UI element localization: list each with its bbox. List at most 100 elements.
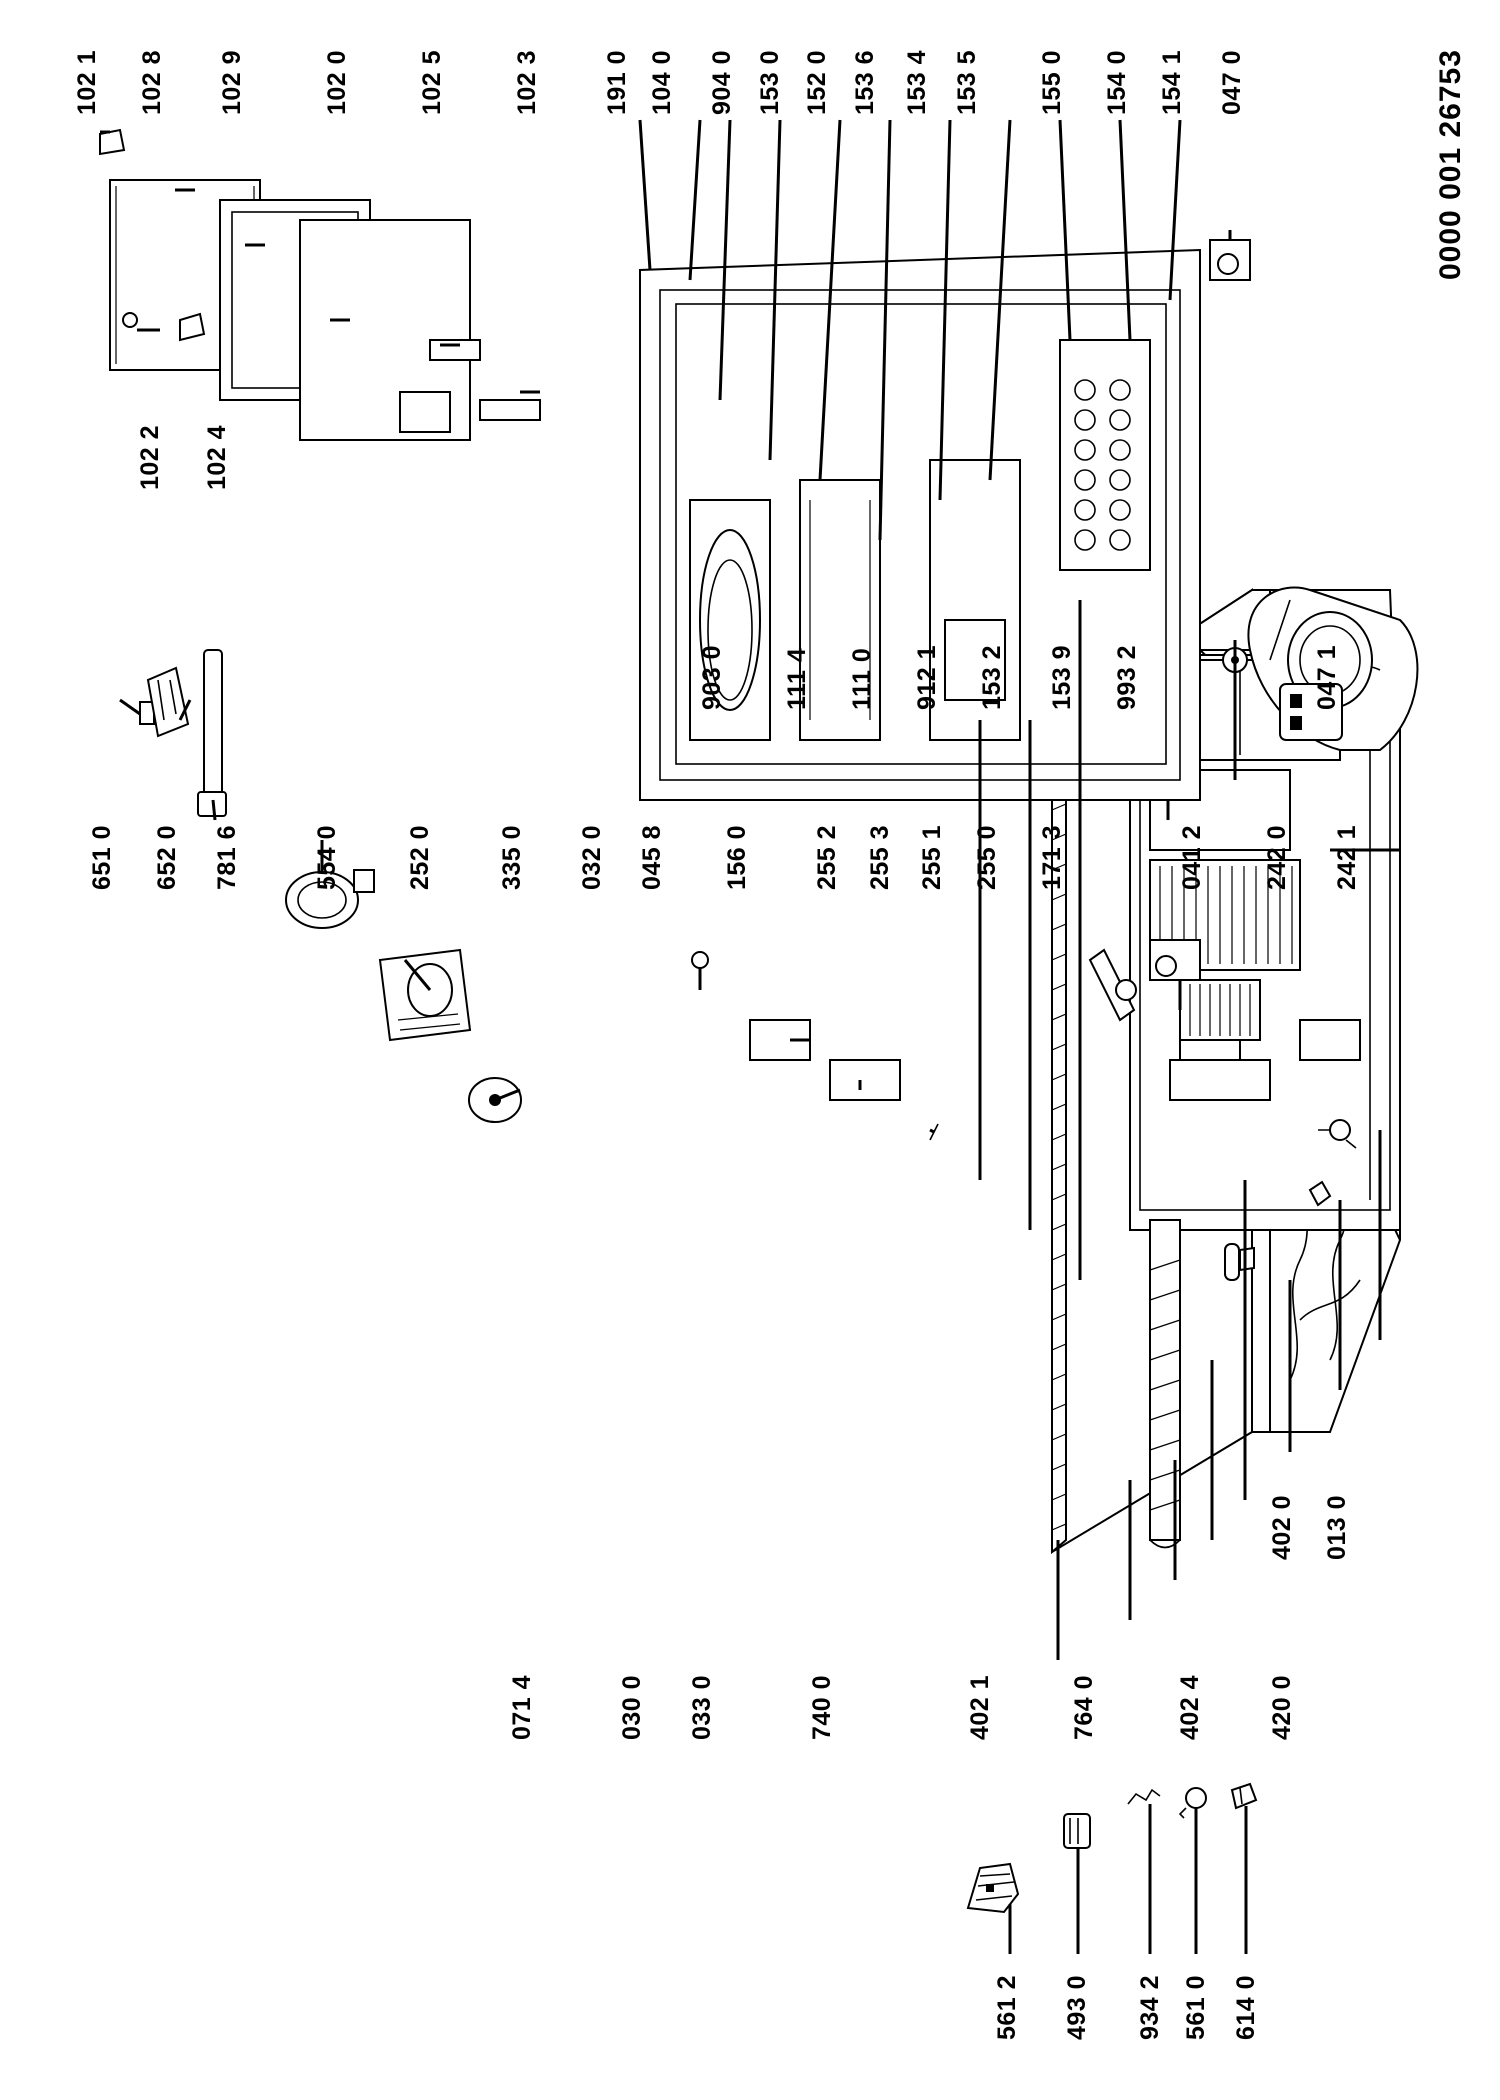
part-102-0 [299, 219, 471, 441]
part-493-0 [1063, 1813, 1091, 1849]
callout-013-0: 013 0 [1323, 1495, 1351, 1560]
control-parts-group [119, 649, 522, 1123]
callout-764-0: 764 0 [1070, 1675, 1098, 1740]
part-614-0 [1230, 1782, 1258, 1810]
callout-561-2: 561 2 [993, 1975, 1021, 2040]
callout-045-8: 045 8 [638, 825, 666, 890]
callout-153-5: 153 5 [953, 50, 981, 115]
part-781-6 [197, 649, 227, 817]
callout-402-0: 402 0 [1268, 1495, 1296, 1560]
callout-255-2: 255 2 [813, 825, 841, 890]
callout-155-0: 155 0 [1038, 50, 1066, 115]
callout-904-0: 904 0 [708, 50, 736, 115]
part-402-4 [1308, 1180, 1332, 1207]
callout-156-0: 156 0 [723, 825, 751, 890]
callout-154-0: 154 0 [1103, 50, 1131, 115]
part-561-0 [1178, 1787, 1207, 1819]
callout-255-1: 255 1 [918, 825, 946, 890]
callout-153-6: 153 6 [851, 50, 879, 115]
callout-493-0: 493 0 [1063, 1975, 1091, 2040]
callout-402-1: 402 1 [966, 1675, 994, 1740]
callout-335-0: 335 0 [498, 825, 526, 890]
part-102-4 [179, 312, 206, 342]
callout-033-0: 033 0 [688, 1675, 716, 1740]
part-102-2 [122, 312, 138, 328]
part-111-0 [829, 1059, 901, 1101]
part-047-0 [1209, 239, 1251, 281]
leaders-loose [1008, 1804, 1248, 1954]
callout-153-4: 153 4 [903, 50, 931, 115]
callout-740-0: 740 0 [808, 1675, 836, 1740]
callout-104-0: 104 0 [648, 50, 676, 115]
door-assembly [638, 119, 1251, 1280]
callout-242-1: 242 1 [1333, 825, 1361, 890]
door-shelf-low [929, 459, 1021, 741]
document-number: 0000 001 26753 [1434, 49, 1467, 280]
callout-152-0: 152 0 [803, 50, 831, 115]
callout-111-4: 111 4 [783, 648, 811, 710]
callouts-door: 102 2 102 4 903 0 111 4 111 0 912 1 153 … [73, 50, 1341, 710]
part-764-0 [1224, 1243, 1240, 1281]
leaders-cabinet [1056, 640, 1400, 1660]
condenser [1149, 1219, 1181, 1549]
part-041-2 [1088, 948, 1137, 1022]
callout-903-0: 903 0 [698, 645, 726, 710]
callout-102-1: 102 1 [73, 50, 101, 115]
callout-934-2: 934 2 [1136, 1975, 1164, 2040]
callout-102-5: 102 5 [418, 50, 446, 115]
part-047-1 [1149, 939, 1201, 981]
callout-071-4: 071 4 [508, 1675, 536, 1740]
callouts-bottom: 561 2 493 0 934 2 561 0 614 0 071 4 030 … [508, 1495, 1351, 2040]
leaders-door [638, 119, 1232, 1280]
callout-420-0: 420 0 [1268, 1675, 1296, 1740]
loose-parts-group [966, 1782, 1258, 1954]
callout-652-0: 652 0 [153, 825, 181, 890]
callout-153-0: 153 0 [756, 50, 784, 115]
callout-111-0: 111 0 [848, 648, 876, 710]
callout-171-3: 171 3 [1038, 825, 1066, 890]
callout-554-0: 554 0 [313, 825, 341, 890]
door-shelf-top [689, 499, 771, 741]
callout-402-4: 402 4 [1176, 1675, 1204, 1740]
callout-252-0: 252 0 [406, 825, 434, 890]
callout-102-8: 102 8 [138, 50, 166, 115]
freezer-lid-group [99, 128, 541, 441]
callout-614-0: 614 0 [1232, 1975, 1260, 2040]
callout-912-1: 912 1 [913, 645, 941, 710]
egg-tray [1059, 339, 1151, 571]
leaders-controls [119, 698, 521, 1102]
part-652-0 [146, 666, 190, 738]
part-102-3 [479, 399, 541, 421]
callout-102-3: 102 3 [513, 50, 541, 115]
callout-041-2: 041 2 [1178, 825, 1206, 890]
callout-153-2: 153 2 [978, 645, 1006, 710]
callout-047-0: 047 0 [1218, 50, 1246, 115]
callout-255-0: 255 0 [973, 825, 1001, 890]
part-045-8 [1239, 1246, 1255, 1272]
part-903-0 [691, 951, 709, 969]
leaders-lid [100, 130, 540, 394]
callout-191-0: 191 0 [603, 50, 631, 115]
part-102-5 [429, 339, 481, 361]
callout-102-9: 102 9 [218, 50, 246, 115]
callout-030-0: 030 0 [618, 1675, 646, 1740]
callout-255-3: 255 3 [866, 825, 894, 890]
part-102-1 [99, 128, 126, 156]
callout-242-0: 242 0 [1263, 825, 1291, 890]
callout-102-0: 102 0 [323, 50, 351, 115]
callout-781-6: 781 6 [213, 825, 241, 890]
callout-032-0: 032 0 [578, 825, 606, 890]
callout-153-9: 153 9 [1048, 645, 1076, 710]
callouts-middle: 651 0 652 0 781 6 554 0 252 0 335 0 032 … [88, 825, 1361, 890]
callout-102-4: 102 4 [203, 425, 231, 490]
callout-154-1: 154 1 [1158, 50, 1186, 115]
callout-047-1: 047 1 [1313, 645, 1341, 710]
callout-651-0: 651 0 [88, 825, 116, 890]
part-934-2 [1127, 1788, 1161, 1805]
compressor-cutaway [1247, 586, 1419, 751]
callout-561-0: 561 0 [1182, 1975, 1210, 2040]
part-252-0 [378, 948, 472, 1042]
part-420-0 [1318, 1119, 1357, 1149]
